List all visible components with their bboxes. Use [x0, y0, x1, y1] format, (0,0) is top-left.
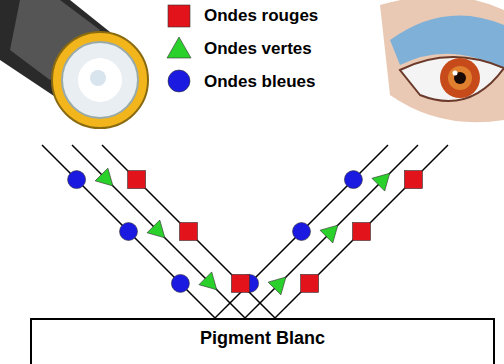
ray-line: [72, 145, 418, 318]
triangle-wave-mark: [147, 220, 171, 244]
legend-label: Ondes bleues: [204, 72, 315, 92]
ray-line: [42, 145, 388, 318]
circle-wave-mark: [120, 223, 138, 241]
triangle-wave-mark: [268, 271, 292, 295]
legend-shape: [167, 37, 191, 58]
circle-wave-mark: [168, 70, 190, 92]
circle-wave-mark: [293, 223, 311, 241]
flashlight: [0, 0, 148, 128]
eye: [380, 0, 504, 122]
legend-marks: [167, 5, 191, 92]
triangle-wave-mark: [199, 272, 223, 296]
square-wave-mark: [128, 171, 146, 189]
square-wave-mark: [168, 5, 190, 27]
legend-label: Ondes rouges: [204, 6, 318, 26]
triangle-wave-mark: [320, 219, 344, 243]
square-wave-mark: [180, 223, 198, 241]
node-label: Pigment Blanc: [200, 320, 325, 349]
square-wave-mark: [404, 171, 422, 189]
triangle-wave-mark: [372, 167, 396, 191]
pigment-surface: Pigment Blanc: [30, 318, 495, 364]
square-wave-mark: [231, 274, 249, 292]
light-rays: [42, 145, 448, 318]
circle-wave-mark: [68, 171, 86, 189]
ray-line: [102, 145, 448, 318]
circle-wave-mark: [344, 171, 362, 189]
circle-wave-mark: [171, 274, 189, 292]
triangle-wave-mark: [95, 168, 119, 192]
legend-label: Ondes vertes: [204, 39, 312, 59]
square-wave-mark: [301, 274, 319, 292]
square-wave-mark: [353, 223, 371, 241]
